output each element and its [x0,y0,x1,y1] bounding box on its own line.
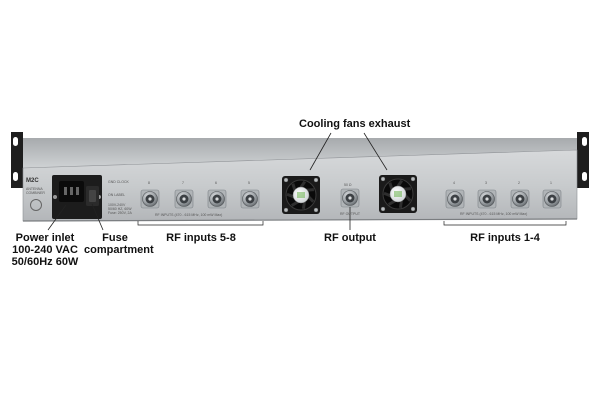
leader-cooling-fan-left [309,132,332,171]
logo-text-line-1: ANTENNA [26,187,43,191]
connector-number: 8 [148,181,150,185]
rf-inputs-1-4-caption: RF INPUTS (470 - 615 MHz, 100 mW Max) [460,212,528,216]
chassis-top [23,138,577,168]
fan-screw [283,207,289,213]
panel-note-gnd: GND CLOCK [108,180,129,184]
power-inlet-screw [53,195,57,199]
rack-ear-slot [582,137,587,146]
panel-note-label: ON LABEL [108,193,126,197]
bnc-connector-input-3 [477,189,497,209]
fuse-compartment [86,186,99,206]
fan-screw [313,177,319,183]
bnc-connector-input-5 [240,189,260,209]
power-inlet-callout-line-3: 50/60Hz 60W [11,256,79,268]
power-note-1: 100V-240V [108,203,126,207]
cooling-fans-callout: Cooling fans exhaust [299,118,411,130]
cooling-fan-left [282,176,320,214]
bnc-connector-input-1 [542,189,562,209]
fan-screw [283,177,289,183]
fan-screw [380,206,386,212]
power-inlet-callout: Power inlet 100-240 VAC 50/60Hz 60W [4,232,86,268]
power-note-2: 50/60 HZ, 60W [108,207,132,211]
leader-power-inlet [47,204,67,231]
leader-cooling-fan-right [363,132,388,171]
rf-inputs-1-4-callout: RF inputs 1-4 [470,232,540,244]
fuse-callout: Fuse compartment [84,232,154,256]
rack-ear-slot [13,137,18,146]
bnc-connector-input-8 [140,189,160,209]
rack-ear-slot [582,172,587,181]
bnc-connector-input-2 [510,189,530,209]
antenna-combiner-logo: ANTENNA COMBINER [26,187,45,195]
fan-screw [380,176,386,182]
connector-number: 6 [215,181,217,185]
power-inlet-callout-line-1: Power inlet [15,232,75,244]
rack-ear-slot [13,172,18,181]
rf-inputs-5-8-callout: RF inputs 5-8 [166,232,236,244]
logo-text-line-2: COMBINER [26,191,45,195]
connector-number: 7 [182,181,184,185]
rf-inputs-5-8-bracket [137,221,264,226]
fan-screw [410,176,416,182]
fuse-callout-line-1: Fuse [102,232,128,244]
rf-output-callout: RF output [324,232,376,244]
connector-number: 1 [550,181,552,185]
connector-number: 5 [248,181,250,185]
bnc-connector-input-6 [207,189,227,209]
leader-fuse [91,203,104,231]
rf-inputs-5-8-caption: RF INPUTS (470 - 615 MHz, 100 mW Max) [155,213,223,217]
panel-brand: M2C [26,178,39,184]
bnc-connector-input-7 [174,189,194,209]
fan-screw [313,207,319,213]
connector-number: 3 [485,181,487,185]
logo-circle-icon [30,199,42,211]
bnc-connector-rf-output [340,188,360,208]
rf-output-caption: RF OUTPUT [340,212,361,216]
cooling-fan-right [379,175,417,213]
bnc-connector-input-4 [445,189,465,209]
connector-number: 4 [453,181,455,185]
connector-number: 2 [518,181,520,185]
power-inlet-callout-line-2: 100-240 VAC [12,244,78,256]
rack-ear-left [11,132,23,188]
power-note-3: Fuse: 250V, 2A [108,211,132,215]
fuse-callout-line-2: compartment [84,244,154,256]
rf-output-impedance: 50 Ω [344,183,352,187]
rf-inputs-1-4-bracket [443,221,567,226]
rack-ear-right [577,132,589,188]
fan-screw [410,206,416,212]
